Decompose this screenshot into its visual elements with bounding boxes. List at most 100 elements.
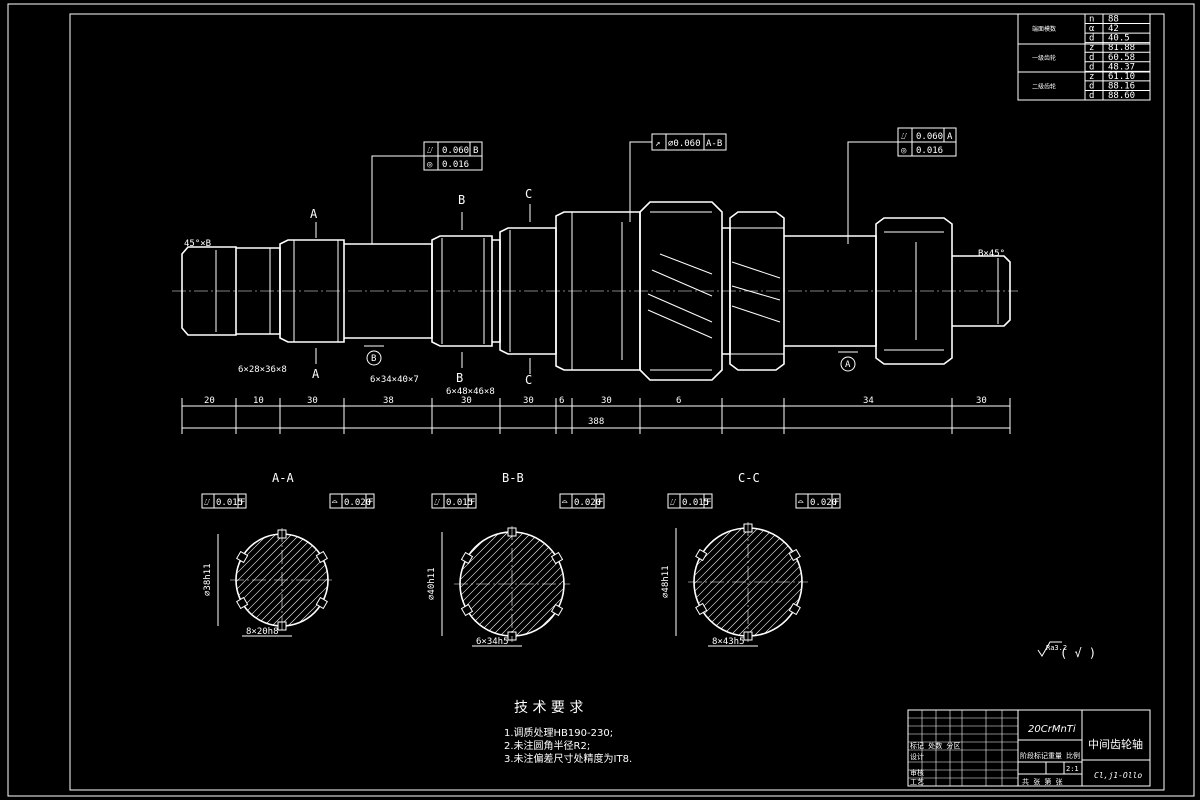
drawing-number: Cl,j1-Ollo bbox=[1094, 771, 1142, 780]
svg-text:F: F bbox=[834, 498, 839, 508]
param-value: 40.5 bbox=[1108, 34, 1130, 44]
param-value: 42 bbox=[1108, 24, 1119, 34]
dimension-label: 30 bbox=[461, 396, 472, 406]
svg-text:F: F bbox=[706, 498, 711, 508]
section-title: C-C bbox=[738, 471, 760, 485]
dimension-label: 20 bbox=[204, 396, 215, 406]
roughness-note: Ra3.2 ( √ ) bbox=[1037, 641, 1096, 660]
spline-note-mid: 6×34×40×7 bbox=[370, 375, 419, 385]
svg-text:标记 处数 分区: 标记 处数 分区 bbox=[910, 741, 960, 750]
chamfer-left: 45°×B bbox=[184, 239, 211, 249]
shaft-profile bbox=[181, 201, 1011, 381]
svg-text:F: F bbox=[240, 498, 245, 508]
spline-note-left: 6×28×36×8 bbox=[238, 365, 287, 375]
svg-text:⌰: ⌰ bbox=[434, 498, 440, 508]
param-symbol: α bbox=[1089, 24, 1095, 34]
svg-text:∅0.060: ∅0.060 bbox=[668, 139, 701, 149]
section-label-a-top: A bbox=[310, 207, 318, 221]
param-value: 48.37 bbox=[1108, 62, 1135, 72]
svg-text:A-B: A-B bbox=[706, 139, 722, 149]
datum-a-letter: A bbox=[845, 360, 851, 370]
svg-text:F: F bbox=[470, 498, 475, 508]
param-value: 60.58 bbox=[1108, 53, 1135, 63]
param-value: 81.88 bbox=[1108, 43, 1135, 53]
svg-text:⌓: ⌓ bbox=[332, 498, 338, 508]
param-symbol: z bbox=[1089, 43, 1094, 53]
param-value: 88.60 bbox=[1108, 91, 1135, 101]
tolerance-frame-top-right: ⌰ 0.060 A ◎ 0.016 bbox=[847, 127, 957, 244]
svg-text:◎: ◎ bbox=[427, 160, 433, 170]
sheet-border bbox=[7, 3, 1195, 797]
param-value: 61.10 bbox=[1108, 72, 1135, 82]
param-symbol: d bbox=[1089, 34, 1094, 44]
param-group-label: 端面模数 bbox=[1032, 25, 1056, 33]
title-block: 标记 处数 分区 设计 审核 工艺 20CrMnTi 阶段标记 重量 比例 2:… bbox=[907, 709, 1151, 787]
param-group-label: 一级齿轮 bbox=[1032, 54, 1056, 62]
material: 20CrMnTi bbox=[1028, 724, 1076, 735]
svg-text:⌓: ⌓ bbox=[562, 498, 568, 508]
scale: 2:1 bbox=[1066, 765, 1079, 773]
dimension-label: 38 bbox=[383, 396, 394, 406]
section-note: 8×43h5 bbox=[712, 637, 745, 647]
dimension-label: 30 bbox=[601, 396, 612, 406]
section-diameter: ∅38h11 bbox=[203, 563, 213, 596]
svg-text:0.060: 0.060 bbox=[916, 132, 943, 142]
chamfer-right: B×45° bbox=[978, 249, 1005, 259]
svg-text:Ra3.2: Ra3.2 bbox=[1046, 644, 1067, 652]
datum-a: A bbox=[838, 351, 858, 372]
section-note: 8×20h8 bbox=[246, 627, 279, 637]
svg-text:⌰: ⌰ bbox=[901, 132, 907, 142]
svg-text:0.015: 0.015 bbox=[216, 498, 243, 508]
svg-text:比例: 比例 bbox=[1066, 751, 1080, 760]
tech-req-item-1: 1.调质处理HB190-230; bbox=[504, 727, 613, 739]
section-label-a-bottom: A bbox=[312, 367, 320, 381]
svg-text:共 张 第 张: 共 张 第 张 bbox=[1022, 777, 1063, 786]
spline-note-mid2: 6×48×46×8 bbox=[446, 387, 495, 397]
svg-text:B: B bbox=[473, 146, 478, 156]
section-label-c-top: C bbox=[525, 187, 532, 201]
svg-text:0.060: 0.060 bbox=[442, 146, 469, 156]
datum-b: B bbox=[364, 345, 384, 366]
section-label-c-bottom: C bbox=[525, 373, 532, 387]
svg-text:A: A bbox=[947, 132, 953, 142]
param-symbol: z bbox=[1089, 72, 1094, 82]
param-symbol: d bbox=[1089, 62, 1094, 72]
dimension-label: 30 bbox=[976, 396, 987, 406]
svg-text:工艺: 工艺 bbox=[910, 778, 924, 786]
svg-text:( √ ): ( √ ) bbox=[1060, 646, 1096, 660]
param-symbol: d bbox=[1089, 53, 1094, 63]
section-title: B-B bbox=[502, 471, 524, 485]
svg-text:0.016: 0.016 bbox=[916, 146, 943, 156]
svg-text:设计: 设计 bbox=[910, 752, 924, 761]
section-diameter: ∅40h11 bbox=[427, 567, 437, 600]
svg-text:⌓: ⌓ bbox=[798, 498, 804, 508]
svg-text:0.020: 0.020 bbox=[344, 498, 371, 508]
tech-req-item-3: 3.未注偏差尺寸处精度为IT8. bbox=[504, 752, 632, 765]
section-label-b-bottom: B bbox=[456, 371, 463, 385]
svg-text:阶段标记: 阶段标记 bbox=[1020, 751, 1048, 760]
svg-text:0.015: 0.015 bbox=[446, 498, 473, 508]
section-label-b-top: B bbox=[458, 193, 465, 207]
tech-req-title: 技 术 要 求 bbox=[514, 700, 583, 716]
svg-text:⌰: ⌰ bbox=[670, 498, 676, 508]
svg-text:0.020: 0.020 bbox=[810, 498, 837, 508]
dimension-label: 30 bbox=[523, 396, 534, 406]
part-name: 中间齿轮轴 bbox=[1088, 737, 1143, 751]
dimension-label: 10 bbox=[253, 396, 264, 406]
technical-requirements: 技 术 要 求 1.调质处理HB190-230; 2.未注圆角半径R2; 3.未… bbox=[504, 700, 632, 765]
tolerance-frame-top-left: ⌰ 0.060 B ◎ 0.016 bbox=[371, 141, 483, 244]
dimension-label: 6 bbox=[676, 396, 681, 406]
svg-text:0.015: 0.015 bbox=[682, 498, 709, 508]
svg-text:0.020: 0.020 bbox=[574, 498, 601, 508]
param-group-label: 二级齿轮 bbox=[1032, 83, 1056, 91]
overall-length: 388 bbox=[588, 417, 604, 427]
datum-b-letter: B bbox=[371, 354, 376, 364]
section-diameter: ∅48h11 bbox=[661, 565, 671, 598]
tech-req-item-2: 2.未注圆角半径R2; bbox=[504, 739, 590, 752]
svg-text:⌰: ⌰ bbox=[204, 498, 210, 508]
